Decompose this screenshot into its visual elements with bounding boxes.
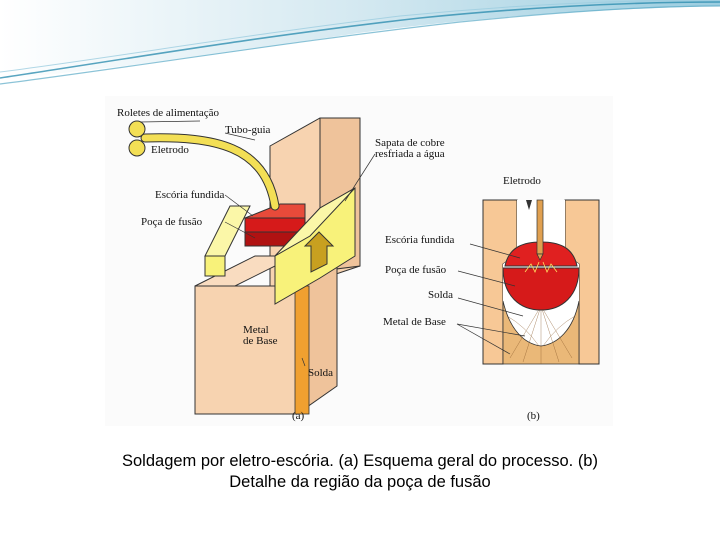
caption-line-2: Detalhe da região da poça de fusão (229, 473, 491, 491)
label-weld-pool-b: Poça de fusão (385, 264, 447, 276)
label-electrode-a: Eletrodo (151, 144, 189, 156)
figure-caption: Soldagem por eletro-escória. (a) Esquema… (60, 451, 660, 493)
label-weld-pool-a: Poça de fusão (141, 216, 203, 228)
sublabel-b: (b) (527, 410, 540, 422)
label-base-metal-1: Metal (243, 324, 269, 336)
label-molten-slag-b: Escória fundida (385, 234, 454, 246)
label-copper-shoe-2: resfriada a água (375, 148, 445, 160)
label-weld-a: Solda (308, 367, 333, 379)
caption-line-1: Soldagem por eletro-escória. (a) Esquema… (122, 452, 598, 470)
label-guide-tube: Tubo-guia (225, 124, 271, 136)
molten-slag-block (244, 217, 306, 233)
label-base-metal-2: de Base (243, 335, 278, 347)
electroslag-figure: Roletes de alimentação Tubo-guia Eletrod… (105, 96, 613, 426)
weld-pool-b (502, 267, 580, 311)
label-electrode-b: Eletrodo (503, 175, 541, 187)
guide-tube (141, 134, 279, 210)
sublabel-a: (a) (292, 410, 305, 422)
panel-a-diagram: Roletes de alimentação Tubo-guia Eletrod… (117, 107, 445, 422)
label-copper-shoe-1: Sapata de cobre (375, 137, 445, 149)
weld-stripe (294, 285, 310, 415)
label-feed-rollers: Roletes de alimentação (117, 107, 220, 119)
label-weld-b: Solda (428, 289, 453, 301)
travel-direction-arrow (303, 231, 335, 273)
header-wave-decoration (0, 0, 720, 85)
electrode-b (536, 199, 544, 255)
feed-roller-bottom (128, 139, 146, 157)
label-base-metal-b: Metal de Base (383, 316, 446, 328)
label-molten-slag-a: Escória fundida (155, 189, 224, 201)
panel-b-diagram: Eletrodo Escória fundida Poça de fusão S… (383, 175, 600, 422)
feed-direction-arrow (526, 200, 532, 210)
feed-roller-top (128, 120, 146, 138)
